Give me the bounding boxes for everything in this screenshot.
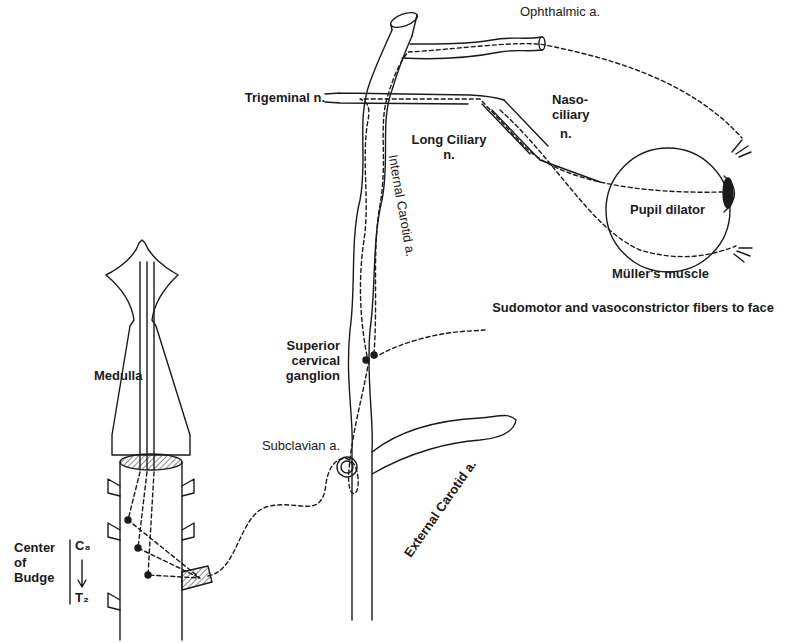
part-label: C₈ xyxy=(75,538,99,553)
segment-arrow xyxy=(78,560,86,587)
part-label: Sudomotor and vasoconstrictor fibers to … xyxy=(488,300,778,315)
artery-cut-end xyxy=(539,37,545,50)
neuron-body xyxy=(135,545,141,551)
part-label: Center of Budge xyxy=(14,540,66,585)
external-carotid xyxy=(372,416,516,474)
neuron-body xyxy=(125,517,131,523)
spinal-cord xyxy=(120,462,182,640)
ganglion-cell xyxy=(363,357,369,363)
nasociliary-nerve xyxy=(482,100,548,154)
part-label: T₂ xyxy=(75,590,99,605)
part-label: Pupil dilator xyxy=(630,202,720,217)
part-label: Superior cervical ganglion xyxy=(252,338,340,383)
nerve-roots xyxy=(108,479,194,610)
preganglionic-fiber xyxy=(208,360,369,576)
ophthalmic-artery xyxy=(402,37,542,59)
part-label: Ophthalmic a. xyxy=(520,4,650,19)
cornea xyxy=(724,176,735,212)
part-label: Naso- ciliary xyxy=(552,92,602,122)
neuron-body xyxy=(145,572,151,578)
cord-section xyxy=(120,454,182,470)
ganglion-cell xyxy=(371,352,377,358)
part-label: External Carotid a. xyxy=(394,446,487,569)
subclavian-lumen xyxy=(341,461,353,473)
part-label: Internal Carotid a. xyxy=(382,135,421,275)
part-label: Müller's muscle xyxy=(612,266,742,281)
subclavian-artery xyxy=(337,457,357,477)
segment-bracket xyxy=(69,540,70,604)
eyelashes xyxy=(732,140,752,262)
part-label: Subclavian a. xyxy=(255,438,340,453)
part-label: Long Ciliary n. xyxy=(410,132,488,162)
exit-root xyxy=(182,566,212,590)
part-label: Trigeminal n. xyxy=(230,90,325,105)
medulla-outline xyxy=(106,240,190,455)
part-label: Medulla xyxy=(94,368,164,383)
medulla-tracts xyxy=(140,262,154,470)
budge-neurons xyxy=(128,472,200,578)
pupil xyxy=(723,178,733,208)
artery-cut-end xyxy=(391,15,417,36)
internal-carotid xyxy=(369,36,412,620)
part-label: n. xyxy=(560,126,580,141)
eyeball xyxy=(606,148,730,272)
